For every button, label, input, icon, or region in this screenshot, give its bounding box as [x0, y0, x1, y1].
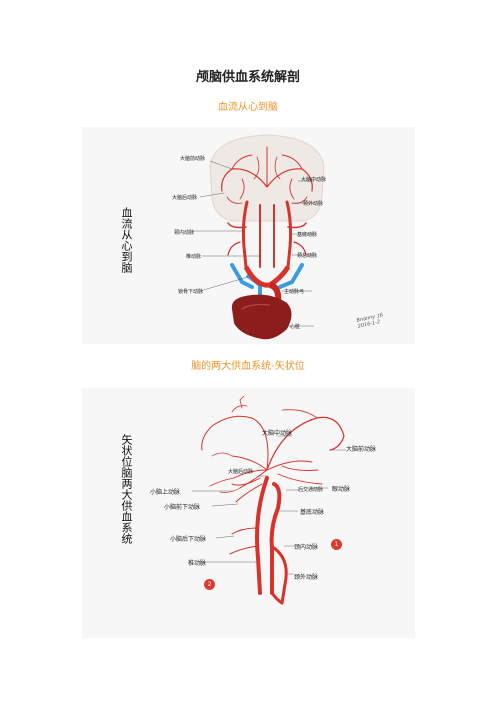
label-aca-1: 大脑前动脉 [180, 156, 206, 162]
label-pcom-2: 后交通动脉 [298, 487, 324, 493]
label-pica-2: 小脑后下动脉 [170, 536, 207, 543]
page-title: 颅脑供血系统解剖 [195, 70, 300, 85]
label-basilar-2: 基底动脉 [300, 509, 325, 516]
label-pca-1: 大脑后动脉 [172, 195, 198, 201]
badge-2: 2 [204, 579, 215, 590]
label-ica-1: 颈内动脉 [174, 230, 195, 236]
label-arch-1: 主动脉弓 [284, 289, 305, 295]
heart-to-brain-illustration [192, 134, 325, 340]
label-ophthalmic-2: 眼动脉 [332, 486, 351, 493]
figure1-panel: 血流从心到脑 大脑前动脉 大脑中动脉 大脑后动脉 颈外动脉 颈内动脉 基底动脉 … [82, 127, 415, 344]
label-aca-2: 大脑前动脉 [346, 446, 377, 453]
label-ica-2: 颈内动脉 [294, 544, 319, 551]
label-sca-2: 小脑上动脉 [150, 489, 181, 496]
badge-1: 1 [331, 539, 342, 550]
label-pca-2: 大脑后动脉 [228, 469, 254, 475]
label-vertebral-2: 椎动脉 [188, 560, 207, 567]
label-subclavian-1: 锁骨下动脉 [178, 289, 204, 295]
section1-subtitle: 血流从心到脑 [218, 102, 278, 113]
side-caption-2: 矢状位脑两大供血系统 [120, 434, 133, 544]
label-mca-1: 大脑中动脉 [301, 177, 327, 183]
side-caption-1: 血流从心到脑 [120, 207, 133, 273]
sagittal-blood-supply-illustration [192, 395, 346, 605]
label-mca-2: 大脑中动脉 [262, 430, 293, 437]
section2-subtitle: 脑的两大供血系统-矢状位 [191, 361, 305, 372]
label-vertebral-1: 椎动脉 [186, 254, 202, 260]
label-heart-1: 心脏 [290, 324, 301, 330]
label-cca-1: 颈总动脉 [297, 253, 318, 259]
label-eca-2: 颈外动脉 [294, 574, 319, 581]
label-basilar-1: 基底动脉 [297, 232, 318, 238]
label-eca-1: 颈外动脉 [303, 201, 324, 207]
figure2-panel: 矢状位脑两大供血系统 大脑中动脉 大脑前动脉 大脑后动脉 后交通动脉 眼动脉 小… [82, 388, 415, 638]
label-aica-2: 小脑前下动脉 [164, 504, 201, 511]
